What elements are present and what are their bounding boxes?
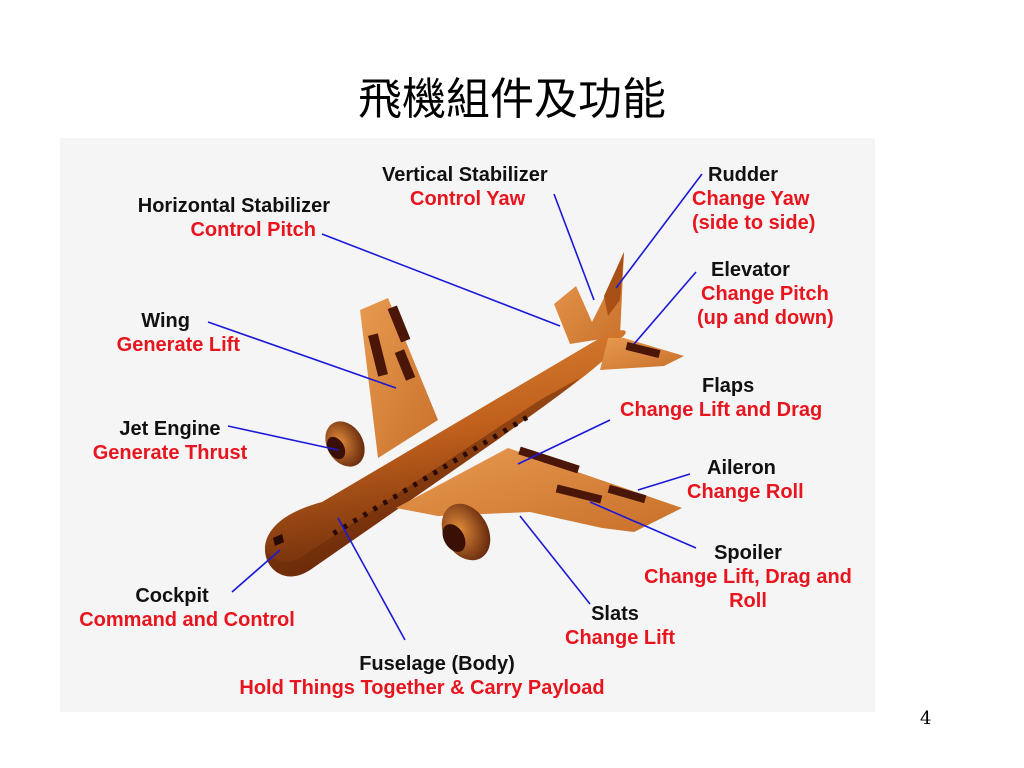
label-spoiler: Spoiler Change Lift, Drag and Roll bbox=[636, 541, 860, 613]
leader-rudder bbox=[615, 173, 703, 289]
label-aileron: Aileron Change Roll bbox=[687, 456, 804, 504]
jet-engine-name: Jet Engine bbox=[119, 418, 221, 440]
wing-function: Generate Lift bbox=[116, 334, 240, 356]
airplane-illustration bbox=[207, 173, 703, 641]
label-horizontal-stabilizer: Horizontal Stabilizer Control Pitch bbox=[120, 194, 330, 242]
jet-engine-function: Generate Thrust bbox=[92, 442, 248, 464]
rudder-function-1: Change Yaw bbox=[692, 188, 810, 210]
rudder-name: Rudder bbox=[708, 164, 778, 186]
slats-function: Change Lift bbox=[565, 627, 675, 649]
near-engine bbox=[441, 503, 491, 561]
label-flaps: Flaps Change Lift and Drag bbox=[620, 374, 822, 422]
fuselage-function: Hold Things Together & Carry Payload bbox=[239, 677, 605, 699]
slats-name: Slats bbox=[591, 603, 639, 625]
horizontal-stabilizer-shape bbox=[600, 338, 684, 370]
spoiler-function-2: Roll bbox=[729, 590, 767, 612]
fuselage-name: Fuselage (Body) bbox=[359, 653, 515, 675]
elevator-function-1: Change Pitch bbox=[701, 283, 829, 305]
leader-spoiler bbox=[589, 501, 697, 549]
wing-name: Wing bbox=[141, 310, 190, 332]
label-fuselage: Fuselage (Body) Hold Things Together & C… bbox=[216, 652, 628, 700]
spoiler-function-1: Change Lift, Drag and bbox=[644, 566, 852, 588]
vertical-stabilizer-shape bbox=[554, 252, 624, 344]
horizontal-stabilizer-name: Horizontal Stabilizer bbox=[137, 195, 330, 217]
leader-slats bbox=[519, 515, 591, 605]
flaps-function: Change Lift and Drag bbox=[620, 399, 823, 421]
label-rudder: Rudder Change Yaw (side to side) bbox=[692, 163, 815, 235]
label-wing: Wing Generate Lift bbox=[80, 309, 240, 357]
cockpit-name: Cockpit bbox=[135, 585, 209, 607]
leader-vertical-stabilizer bbox=[553, 193, 595, 301]
leader-cockpit bbox=[231, 549, 281, 593]
vertical-stabilizer-name: Vertical Stabilizer bbox=[382, 164, 548, 186]
aileron-name: Aileron bbox=[707, 457, 776, 479]
far-wing bbox=[360, 298, 438, 458]
horizontal-stabilizer-function: Control Pitch bbox=[190, 219, 316, 241]
fuselage-shape bbox=[264, 330, 626, 577]
leader-aileron bbox=[637, 473, 691, 491]
leader-elevator bbox=[633, 271, 697, 345]
airplane-diagram-panel: Vertical Stabilizer Control Yaw Rudder C… bbox=[60, 138, 875, 712]
aileron-function: Change Roll bbox=[687, 481, 804, 503]
vertical-stabilizer-function: Control Yaw bbox=[410, 188, 526, 210]
elevator-name: Elevator bbox=[711, 259, 790, 281]
spoiler-name: Spoiler bbox=[714, 542, 782, 564]
slide-title: 飛機組件及功能 bbox=[358, 74, 666, 125]
far-engine bbox=[325, 421, 365, 467]
label-vertical-stabilizer: Vertical Stabilizer Control Yaw bbox=[382, 163, 548, 211]
leader-lines bbox=[207, 173, 703, 641]
leader-flaps bbox=[517, 419, 611, 465]
elevator-function-2: (up and down) bbox=[697, 307, 834, 329]
leader-wing bbox=[207, 321, 397, 389]
flaps-name: Flaps bbox=[702, 375, 755, 397]
label-slats: Slats Change Lift bbox=[558, 602, 682, 650]
leader-jet-engine bbox=[227, 425, 339, 451]
cockpit-function: Command and Control bbox=[79, 609, 295, 631]
page-number: 4 bbox=[920, 708, 932, 729]
leader-fuselage bbox=[337, 517, 406, 641]
label-jet-engine: Jet Engine Generate Thrust bbox=[88, 417, 252, 465]
label-elevator: Elevator Change Pitch (up and down) bbox=[697, 258, 834, 330]
rudder-function-2: (side to side) bbox=[692, 212, 816, 234]
leader-horizontal-stabilizer bbox=[321, 233, 561, 327]
label-cockpit: Cockpit Command and Control bbox=[72, 584, 302, 632]
